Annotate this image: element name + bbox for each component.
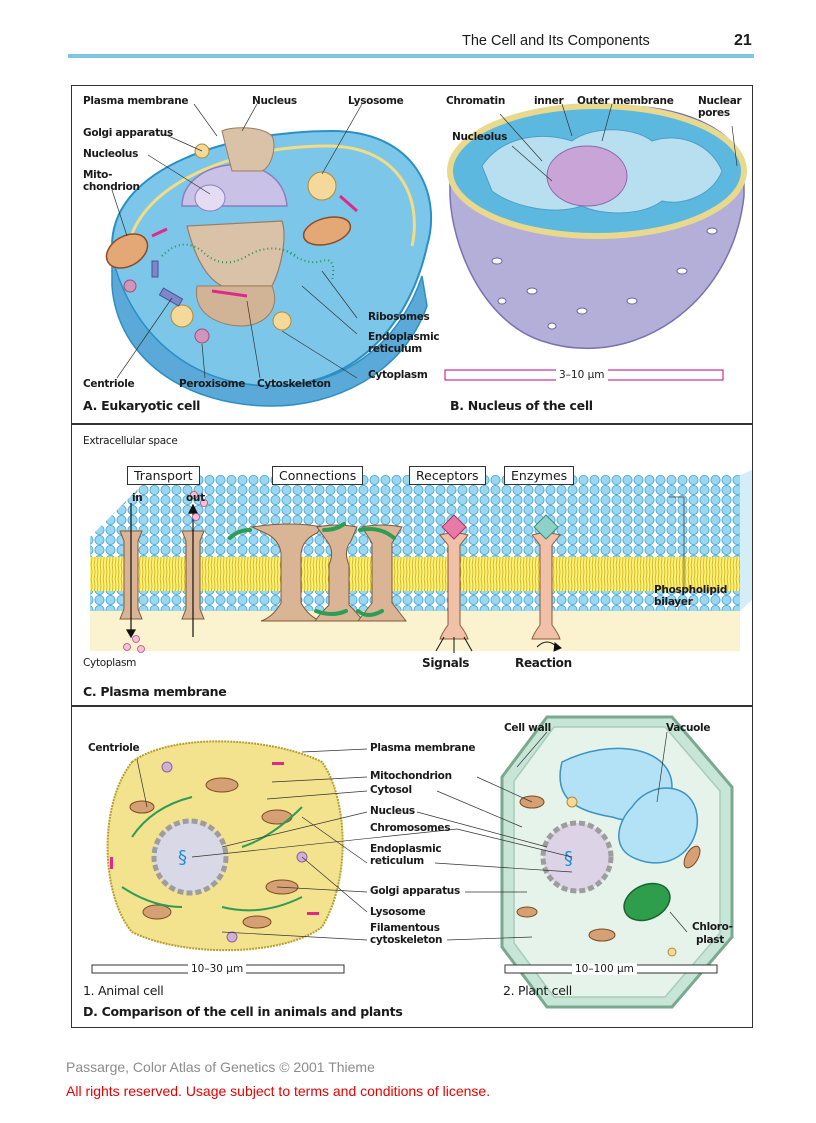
label-nuclear-pores-line1: Nuclear bbox=[698, 95, 742, 107]
label-nuclear-pores-line2: pores bbox=[698, 107, 730, 119]
label-filamentous-line2: cytoskeleton bbox=[370, 934, 443, 946]
panel-plasma-membrane: Extracellular space Transport in out Con… bbox=[71, 424, 753, 706]
label-mitochondrion-line1: Mito- bbox=[83, 169, 113, 181]
panel-animal-plant-cells: § § bbox=[71, 706, 753, 1028]
label-er-line1: Endoplasmic bbox=[368, 331, 440, 343]
label-cytoplasm: Cytoplasm bbox=[368, 369, 428, 381]
label-extracellular-space: Extracellular space bbox=[83, 435, 178, 447]
caption-nucleus: B. Nucleus of the cell bbox=[450, 398, 593, 413]
caption-plasma-membrane: C. Plasma membrane bbox=[83, 684, 227, 699]
caption-plant-cell: 2. Plant cell bbox=[503, 983, 572, 998]
label-peroxisome: Peroxisome bbox=[179, 378, 246, 390]
label-connections: Connections bbox=[272, 466, 364, 485]
caption-comparison: D. Comparison of the cell in animals and… bbox=[83, 1004, 403, 1019]
label-plasma-membrane: Plasma membrane bbox=[83, 95, 189, 107]
label-nucleolus-b: Nucleolus bbox=[452, 131, 508, 143]
label-mitochondrion-line2: chondrion bbox=[83, 181, 140, 193]
label-cell-wall: Cell wall bbox=[504, 722, 551, 734]
scale-plant: 10–100 µm bbox=[572, 963, 637, 975]
label-er-d-line1: Endoplasmic bbox=[370, 843, 442, 855]
label-er-d-line2: reticulum bbox=[370, 855, 424, 867]
label-cytoskeleton: Cytoskeleton bbox=[257, 378, 331, 390]
label-golgi-d: Golgi apparatus bbox=[370, 885, 460, 897]
label-nucleolus: Nucleolus bbox=[83, 148, 139, 160]
label-transport: Transport bbox=[127, 466, 200, 485]
label-reaction: Reaction bbox=[515, 656, 572, 670]
label-lysosome-d: Lysosome bbox=[370, 906, 426, 918]
label-golgi-apparatus: Golgi apparatus bbox=[83, 127, 173, 139]
footer-copyright: Passarge, Color Atlas of Genetics © 2001… bbox=[66, 1059, 375, 1075]
label-centriole: Centriole bbox=[83, 378, 135, 390]
label-receptors: Receptors bbox=[409, 466, 486, 485]
label-chromosomes: Chromosomes bbox=[370, 822, 451, 834]
label-signals: Signals bbox=[422, 656, 470, 670]
label-bilayer-line1: Phospholipid bbox=[654, 584, 728, 596]
page-number: 21 bbox=[734, 32, 752, 49]
label-inner-membrane: inner bbox=[534, 95, 564, 107]
label-in: in bbox=[132, 492, 143, 504]
label-vacuole: Vacuole bbox=[666, 722, 711, 734]
caption-animal-cell: 1. Animal cell bbox=[83, 983, 164, 998]
label-cytoplasm-c: Cytoplasm bbox=[83, 657, 137, 669]
label-chromatin: Chromatin bbox=[446, 95, 505, 107]
label-bilayer-line2: bilayer bbox=[654, 596, 693, 608]
svg-text:§: § bbox=[178, 847, 187, 868]
footer-rights: All rights reserved. Usage subject to te… bbox=[66, 1083, 491, 1099]
label-enzymes: Enzymes bbox=[504, 466, 575, 485]
label-out: out bbox=[186, 492, 205, 504]
caption-eukaryotic-cell: A. Eukaryotic cell bbox=[83, 398, 201, 413]
cell-nucleus-illustration bbox=[105, 103, 747, 407]
label-nucleus: Nucleus bbox=[252, 95, 297, 107]
panel-eukaryotic-cell-and-nucleus: Plasma membrane Nucleus Lysosome Golgi a… bbox=[71, 85, 753, 424]
label-chloroplast-line2: plast bbox=[696, 934, 724, 946]
label-plasma-membrane-d: Plasma membrane bbox=[370, 742, 476, 754]
label-mitochondrion-d: Mitochondrion bbox=[370, 770, 452, 782]
running-title: The Cell and Its Components bbox=[462, 33, 650, 49]
label-outer-membrane: Outer membrane bbox=[577, 95, 674, 107]
label-filamentous-line1: Filamentous bbox=[370, 922, 440, 934]
label-lysosome: Lysosome bbox=[348, 95, 404, 107]
label-ribosomes: Ribosomes bbox=[368, 311, 430, 323]
scale-nucleus: 3–10 µm bbox=[556, 369, 608, 381]
label-er-line2: reticulum bbox=[368, 343, 422, 355]
label-nucleus-d: Nucleus bbox=[370, 805, 415, 817]
animal-plant-illustration: § § bbox=[91, 715, 734, 1009]
svg-text:§: § bbox=[564, 848, 573, 869]
scale-animal: 10–30 µm bbox=[188, 963, 247, 975]
label-cytosol: Cytosol bbox=[370, 784, 412, 796]
label-centriole-d: Centriole bbox=[88, 742, 140, 754]
header-rule bbox=[68, 54, 754, 58]
label-chloroplast-line1: Chloro- bbox=[692, 921, 733, 933]
